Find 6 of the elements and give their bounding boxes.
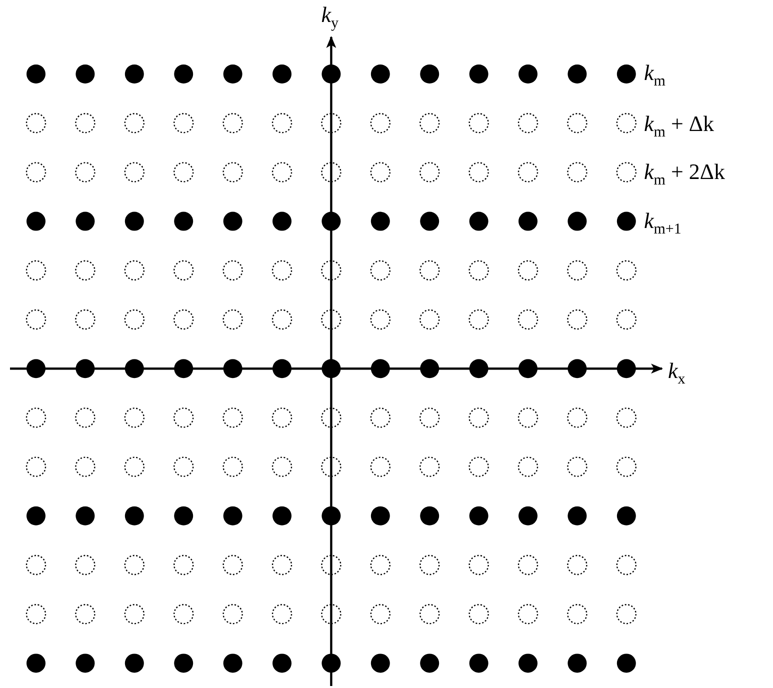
axis-label: k$_{y}$ (321, 4, 338, 32)
row-label: k$_{m}$ (644, 62, 666, 90)
row-label: k$_{m+1}$ (644, 210, 682, 238)
row-label: k$_{m}$ + Δk (644, 113, 714, 140)
row-label: k$_{m}$ + 2Δk (644, 161, 725, 188)
axis-label: k$_{x}$ (668, 360, 686, 388)
